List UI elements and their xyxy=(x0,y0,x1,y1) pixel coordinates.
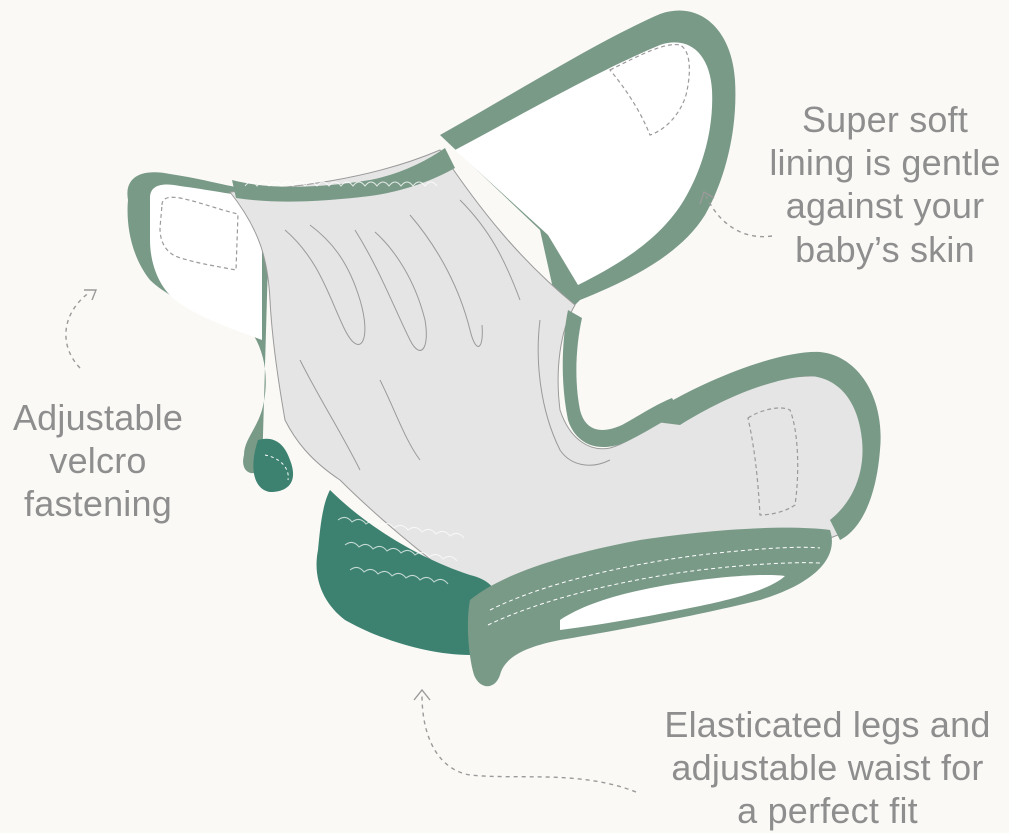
callout-line: Adjustable xyxy=(0,396,196,439)
callout-arrow-velcro xyxy=(66,290,96,368)
callout-line: against your xyxy=(760,184,1009,227)
elastic-callout: Elasticated legs and adjustable waist fo… xyxy=(655,703,1000,833)
callout-line: adjustable waist for xyxy=(655,746,1000,789)
velcro-callout: Adjustable velcro fastening xyxy=(0,396,196,526)
callout-line: velcro xyxy=(0,439,196,482)
soft-lining-callout: Super soft lining is gentle against your… xyxy=(760,98,1009,271)
callout-line: fastening xyxy=(0,482,196,525)
callout-line: Super soft xyxy=(760,98,1009,141)
callout-line: a perfect fit xyxy=(655,789,1000,832)
callout-line: baby’s skin xyxy=(760,228,1009,271)
callout-arrow-legs xyxy=(414,690,636,792)
callout-line: Elasticated legs and xyxy=(655,703,1000,746)
callout-line: lining is gentle xyxy=(760,141,1009,184)
